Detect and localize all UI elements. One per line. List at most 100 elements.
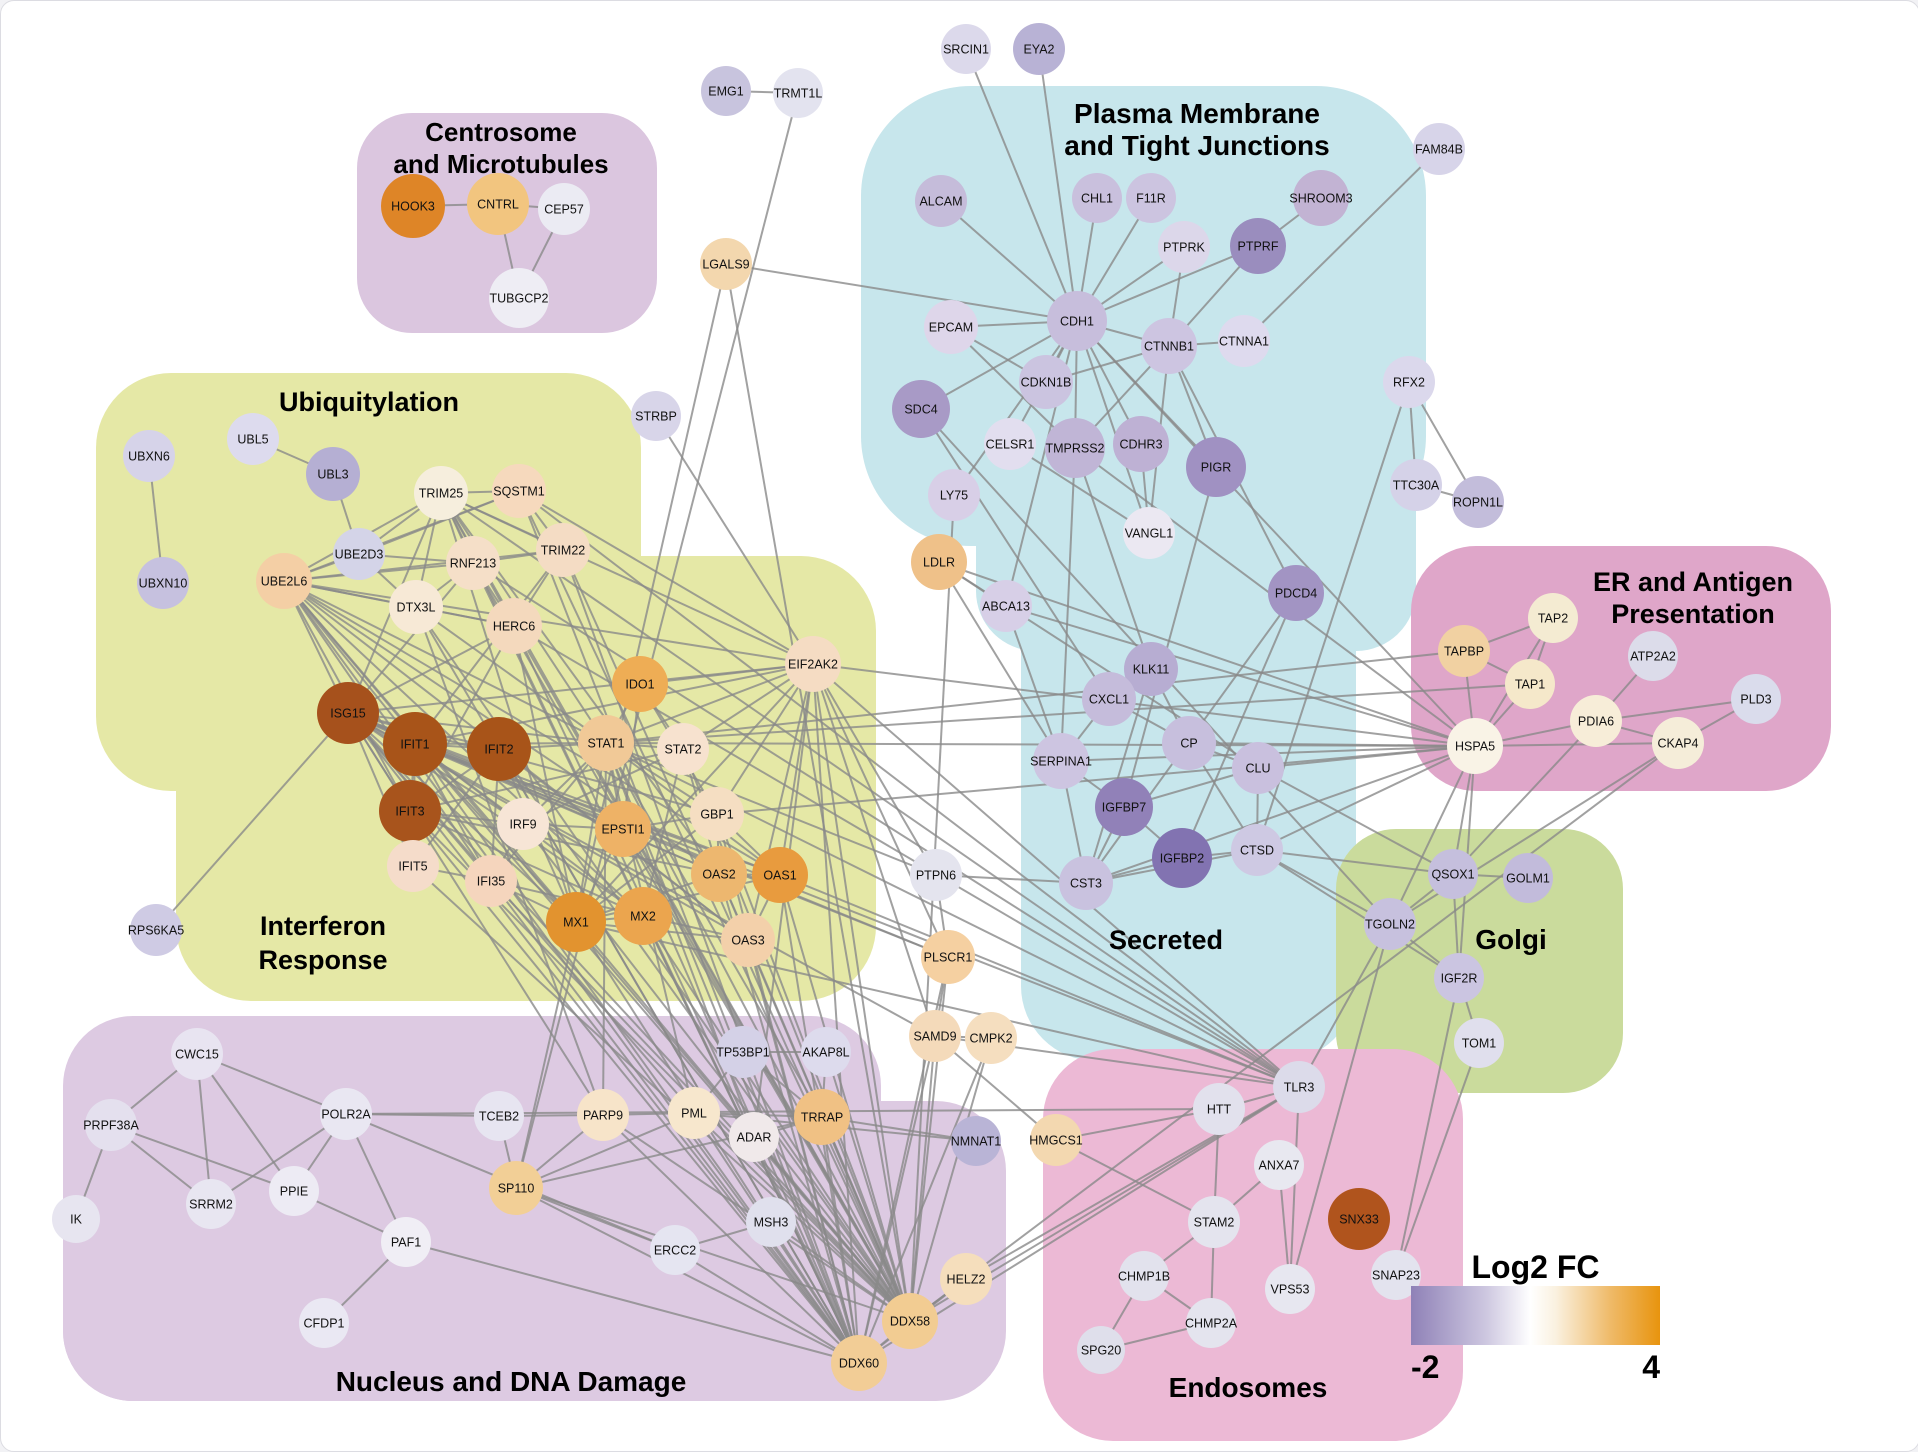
node-ERCC2[interactable]	[650, 1225, 700, 1275]
node-IRF9[interactable]	[497, 798, 549, 850]
node-VPS53[interactable]	[1265, 1264, 1315, 1314]
node-PTPRF[interactable]	[1230, 218, 1286, 274]
node-PDIA6[interactable]	[1570, 695, 1622, 747]
node-IGFBP2[interactable]	[1152, 828, 1212, 888]
node-CDKN1B[interactable]	[1019, 355, 1073, 409]
node-STRBP[interactable]	[631, 391, 681, 441]
node-TRRAP[interactable]	[794, 1089, 850, 1145]
node-SDC4[interactable]	[892, 380, 950, 438]
node-MSH3[interactable]	[746, 1197, 796, 1247]
node-HMGCS1[interactable]	[1030, 1114, 1082, 1166]
node-NMNAT1[interactable]	[951, 1116, 1001, 1166]
node-EYA2[interactable]	[1013, 23, 1065, 75]
node-GBP1[interactable]	[690, 787, 744, 841]
node-CXCL1[interactable]	[1082, 672, 1136, 726]
node-STAT1[interactable]	[578, 715, 634, 771]
node-PRPF38A[interactable]	[85, 1099, 137, 1151]
node-OAS2[interactable]	[691, 846, 747, 902]
node-PPIE[interactable]	[269, 1166, 319, 1216]
node-TAP1[interactable]	[1505, 659, 1555, 709]
node-QSOX1[interactable]	[1428, 849, 1478, 899]
node-TGOLN2[interactable]	[1364, 898, 1416, 950]
node-EPSTI1[interactable]	[595, 801, 651, 857]
node-KLK11[interactable]	[1124, 642, 1178, 696]
node-CKAP4[interactable]	[1652, 717, 1704, 769]
node-SPG20[interactable]	[1077, 1326, 1125, 1374]
node-IFIT5[interactable]	[387, 840, 439, 892]
node-DDX60[interactable]	[831, 1335, 887, 1391]
node-PLD3[interactable]	[1731, 674, 1781, 724]
node-UBE2L6[interactable]	[256, 553, 312, 609]
node-SERPINA1[interactable]	[1033, 733, 1089, 789]
node-ALCAM[interactable]	[915, 175, 967, 227]
node-PARP9[interactable]	[577, 1089, 629, 1141]
node-TUBGCP2[interactable]	[489, 268, 549, 328]
node-EPCAM[interactable]	[924, 300, 978, 354]
node-CHMP2A[interactable]	[1186, 1298, 1236, 1348]
node-UBXN6[interactable]	[123, 430, 175, 482]
node-CELSR1[interactable]	[984, 418, 1036, 470]
node-PTPN6[interactable]	[910, 849, 962, 901]
node-ATP2A2[interactable]	[1628, 631, 1678, 681]
node-IFI35[interactable]	[465, 855, 517, 907]
node-CLU[interactable]	[1232, 742, 1284, 794]
node-HSPA5[interactable]	[1447, 718, 1503, 774]
node-UBL5[interactable]	[227, 413, 279, 465]
node-SP110[interactable]	[489, 1161, 543, 1215]
node-IFIT3[interactable]	[379, 780, 441, 842]
node-OAS3[interactable]	[721, 913, 775, 967]
node-MX1[interactable]	[546, 892, 606, 952]
node-STAM2[interactable]	[1188, 1196, 1240, 1248]
node-IFIT1[interactable]	[383, 712, 447, 776]
node-PTPRK[interactable]	[1158, 221, 1210, 273]
node-TP53BP1[interactable]	[717, 1026, 769, 1078]
node-HTT[interactable]	[1193, 1083, 1245, 1135]
node-TAPBP[interactable]	[1438, 625, 1490, 677]
node-IGFBP7[interactable]	[1095, 778, 1153, 836]
node-PML[interactable]	[668, 1087, 720, 1139]
node-MX2[interactable]	[614, 887, 672, 945]
node-ANXA7[interactable]	[1254, 1140, 1304, 1190]
node-CTNNA1[interactable]	[1218, 315, 1270, 367]
node-SNX33[interactable]	[1328, 1188, 1390, 1250]
node-CDH1[interactable]	[1047, 291, 1107, 351]
node-UBL3[interactable]	[306, 447, 360, 501]
node-UBE2D3[interactable]	[333, 528, 385, 580]
node-TRMT1L[interactable]	[773, 68, 823, 118]
node-DTX3L[interactable]	[389, 580, 443, 634]
node-SNAP23[interactable]	[1371, 1250, 1421, 1300]
node-CWC15[interactable]	[171, 1028, 223, 1080]
node-PDCD4[interactable]	[1268, 565, 1324, 621]
node-POLR2A[interactable]	[320, 1088, 372, 1140]
node-IGF2R[interactable]	[1434, 953, 1484, 1003]
node-TLR3[interactable]	[1273, 1061, 1325, 1113]
node-SAMD9[interactable]	[909, 1010, 961, 1062]
node-CFDP1[interactable]	[299, 1298, 349, 1348]
node-CTSD[interactable]	[1231, 824, 1283, 876]
node-HELZ2[interactable]	[940, 1253, 992, 1305]
node-TCEB2[interactable]	[474, 1091, 524, 1141]
node-LDLR[interactable]	[911, 534, 967, 590]
node-RNF213[interactable]	[446, 536, 500, 590]
node-ABCA13[interactable]	[980, 580, 1032, 632]
node-PLSCR1[interactable]	[921, 930, 975, 984]
node-STAT2[interactable]	[657, 723, 709, 775]
node-CHL1[interactable]	[1072, 173, 1122, 223]
node-ISG15[interactable]	[317, 682, 379, 744]
node-OAS1[interactable]	[752, 847, 808, 903]
node-TOM1[interactable]	[1454, 1018, 1504, 1068]
node-PIGR[interactable]	[1186, 437, 1246, 497]
node-GOLM1[interactable]	[1503, 853, 1553, 903]
node-PAF1[interactable]	[381, 1217, 431, 1267]
node-HERC6[interactable]	[486, 598, 542, 654]
node-TAP2[interactable]	[1528, 593, 1578, 643]
node-ROPN1L[interactable]	[1452, 476, 1504, 528]
node-AKAP8L[interactable]	[801, 1027, 851, 1077]
node-VANGL1[interactable]	[1123, 507, 1175, 559]
node-TTC30A[interactable]	[1390, 459, 1442, 511]
node-CDHR3[interactable]	[1113, 416, 1169, 472]
node-LY75[interactable]	[928, 469, 980, 521]
node-FAM84B[interactable]	[1413, 123, 1465, 175]
node-F11R[interactable]	[1126, 173, 1176, 223]
node-UBXN10[interactable]	[137, 557, 189, 609]
